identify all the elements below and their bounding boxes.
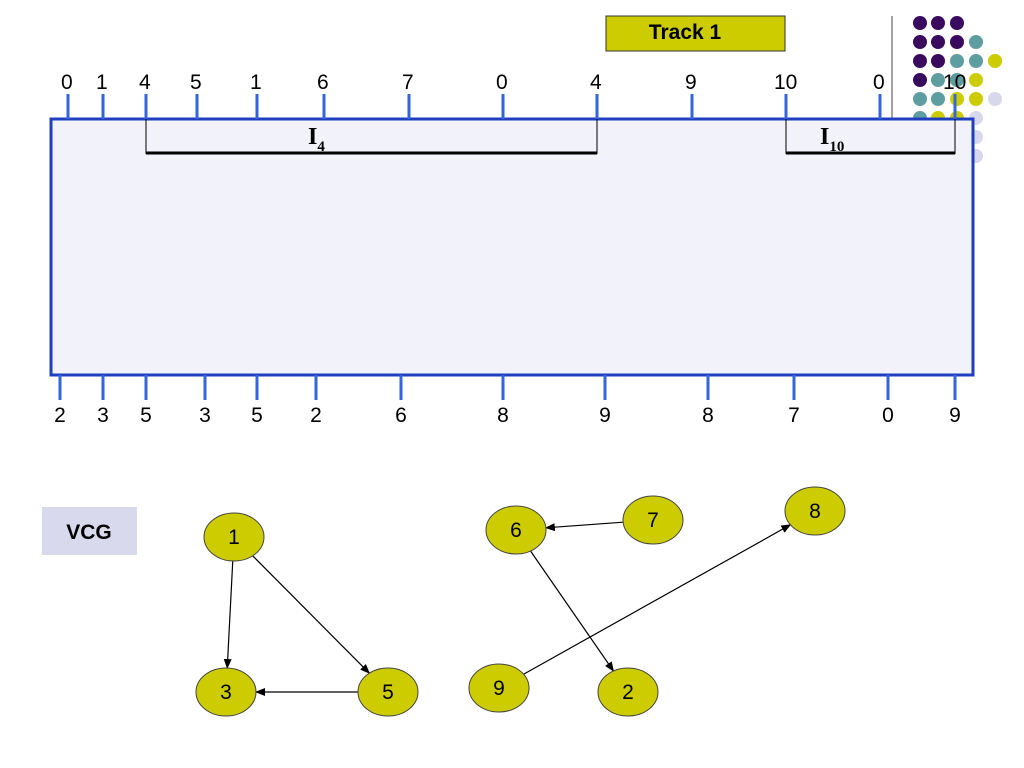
decorative-dot (931, 54, 945, 68)
vcg-label-text: VCG (66, 521, 112, 544)
vcg-node-label: 6 (510, 519, 522, 542)
decorative-dot (913, 54, 927, 68)
vcg-node-1: 1 (203, 512, 265, 562)
vcg-node-circle (784, 486, 846, 536)
vcg-node-circle (203, 512, 265, 562)
track-label-text: Track 1 (649, 21, 722, 44)
vcg-edges (223, 521, 792, 696)
vcg-label: VCG (42, 507, 137, 555)
bottom-pin-label: 3 (97, 404, 109, 427)
vcg-node-label: 1 (228, 526, 240, 549)
vcg-node-2: 2 (597, 667, 659, 717)
decorative-dot (988, 54, 1002, 68)
decorative-dot (913, 92, 927, 106)
bottom-pin-label: 2 (310, 404, 322, 427)
interval-i4: I4 (145, 119, 598, 155)
vcg-node-7: 7 (622, 495, 684, 545)
vcg-node-label: 7 (647, 509, 659, 532)
bottom-pin-label: 7 (788, 404, 800, 427)
top-pin-label: 5 (190, 71, 202, 94)
top-pin-label: 0 (873, 71, 885, 94)
decorative-dot (931, 35, 945, 49)
vcg-node-circle (485, 505, 547, 555)
decorative-dot (931, 16, 945, 30)
top-pin-label: 10 (943, 71, 966, 94)
decorative-dot (950, 16, 964, 30)
decorative-dot (969, 54, 983, 68)
decorative-dot (931, 73, 945, 87)
interval-i10-label: I10 (820, 124, 844, 155)
decorative-dot (988, 92, 1002, 106)
decorative-dot (969, 73, 983, 87)
vcg-node-circle (468, 663, 530, 713)
vcg-node-5: 5 (357, 667, 419, 717)
vcg-node-label: 9 (493, 677, 505, 700)
bottom-pins: 2 3 5 3 5 2 6 8 9 8 7 0 9 (54, 375, 961, 427)
bottom-pin-label: 8 (702, 404, 714, 427)
vcg-edge-1-5 (252, 555, 371, 674)
vcg-node-label: 8 (809, 500, 821, 523)
decorative-dot (913, 16, 927, 30)
bottom-pin-label: 5 (140, 404, 152, 427)
interval-i10: I10 (785, 119, 956, 155)
decorative-dot (913, 35, 927, 49)
bottom-pin-label: 0 (882, 404, 894, 427)
vcg-node-3: 3 (195, 667, 257, 717)
vcg-node-circle (195, 667, 257, 717)
decorative-dot (969, 35, 983, 49)
top-pin-label: 4 (590, 71, 602, 94)
track-label: Track 1 (605, 15, 786, 52)
top-pin-label: 0 (496, 71, 508, 94)
vcg-node-6: 6 (485, 505, 547, 555)
top-pin-label: 10 (774, 71, 797, 94)
vcg-node-label: 2 (622, 681, 634, 704)
decorative-dot (950, 35, 964, 49)
interval-i4-label: I4 (308, 124, 325, 155)
top-pin-label: 1 (96, 71, 108, 94)
decorative-dot (931, 92, 945, 106)
vcg-node-9: 9 (468, 663, 530, 713)
top-pin-label: 7 (402, 71, 414, 94)
vcg-node-label: 5 (382, 681, 394, 704)
bottom-pin-label: 9 (599, 404, 611, 427)
top-pin-label: 1 (250, 71, 262, 94)
decorative-dot (969, 92, 983, 106)
bottom-pin-label: 3 (199, 404, 211, 427)
vcg-edge-1-3 (223, 560, 234, 670)
vcg-nodes: 1 3 5 6 7 9 2 8 (195, 486, 846, 717)
top-pin-label: 6 (317, 71, 329, 94)
vcg-edge-7-6 (544, 521, 624, 532)
top-pin-label: 0 (61, 71, 73, 94)
bottom-pin-label: 8 (497, 404, 509, 427)
vcg-node-8: 8 (784, 486, 846, 536)
channel-box (49, 117, 975, 377)
decorative-dot (913, 73, 927, 87)
track-label-box (605, 15, 786, 52)
top-pin-label: 9 (685, 71, 697, 94)
vcg-node-circle (357, 667, 419, 717)
vcg-node-label: 3 (220, 681, 232, 704)
bottom-pin-label: 2 (54, 404, 66, 427)
bottom-pin-label: 6 (395, 404, 407, 427)
decorative-dot (950, 92, 964, 106)
vcg-node-circle (597, 667, 659, 717)
vcg-edge-9-8 (523, 524, 792, 675)
vcg-label-box (42, 507, 137, 555)
bottom-pin-label: 5 (251, 404, 263, 427)
decorative-dot (950, 73, 964, 87)
vcg-node-circle (622, 495, 684, 545)
decorative-dot (950, 54, 964, 68)
bottom-pin-label: 9 (949, 404, 961, 427)
vcg-edge-6-2 (530, 550, 615, 672)
top-pin-label: 4 (139, 71, 151, 94)
